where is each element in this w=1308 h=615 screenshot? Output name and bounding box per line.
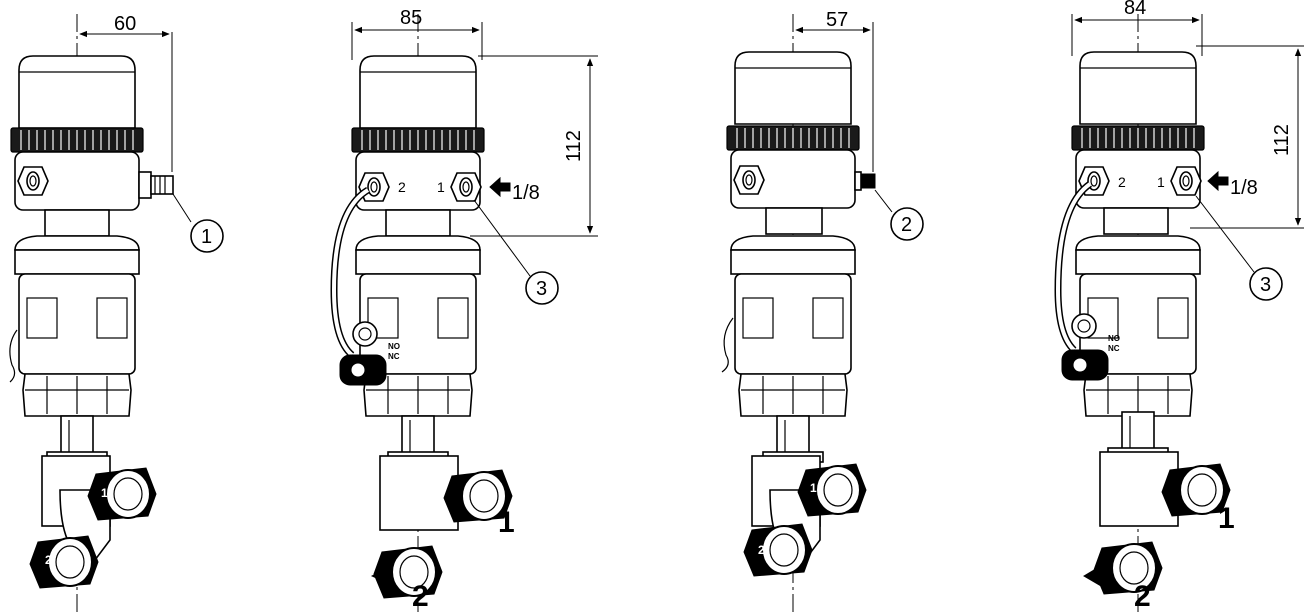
v1-body-port-1-label: 1: [101, 486, 108, 500]
v4-pilot-port-1: 1: [1157, 174, 1165, 190]
v4-pilot-port-2: 2: [1118, 174, 1126, 190]
v2-thread-size: 1/8: [512, 182, 540, 204]
v3-width-value: 57: [826, 9, 848, 31]
v2-height-value: 112: [563, 130, 585, 162]
v4-width-dimension: 84: [1071, 0, 1203, 56]
v4-thread-size: 1/8: [1230, 177, 1258, 199]
v1-width-dimension: 60: [79, 13, 173, 172]
v2-flow-outlet: 2: [412, 580, 429, 613]
valve-view-4: 2 1 1/8 NO NC 1 2 84 112: [1054, 0, 1304, 615]
v2-callout: 3: [473, 199, 559, 305]
v4-height-value: 112: [1271, 124, 1293, 156]
v4-callout-number: 3: [1260, 274, 1271, 296]
v2-width-value: 85: [400, 7, 422, 29]
v4-callout: 3: [1195, 195, 1283, 301]
v3-body-port-2-label: 2: [758, 543, 765, 557]
v2-no-label: NO: [388, 342, 400, 351]
v2-pilot-port-1: 1: [437, 179, 445, 195]
v3-width-dimension: 57: [795, 9, 874, 172]
v2-flow-inlet: 1: [498, 506, 515, 539]
v2-height-dimension: 112: [470, 55, 598, 237]
valve-view-2: 2 1 1/8 NO NC 1 2 85 112: [330, 7, 598, 615]
v2-width-dimension: 85: [351, 7, 483, 60]
v3-callout: 2: [874, 189, 924, 241]
v4-nc-label: NC: [1108, 344, 1120, 353]
v1-callout: 1: [172, 193, 224, 253]
v3-body-port-1-label: 1: [810, 481, 817, 495]
v1-width-value: 60: [114, 13, 136, 35]
v2-callout-number: 3: [536, 278, 547, 300]
v4-no-label: NO: [1108, 334, 1120, 343]
valve-view-1: 1 2 60 1: [9, 13, 224, 615]
v4-flow-inlet: 1: [1218, 502, 1235, 535]
v2-pilot-port-2: 2: [398, 179, 406, 195]
v4-flow-outlet: 2: [1134, 580, 1151, 613]
v2-nc-label: NC: [388, 352, 400, 361]
v4-width-value: 84: [1124, 0, 1146, 19]
v1-callout-number: 1: [201, 226, 212, 248]
v3-callout-number: 2: [901, 214, 912, 236]
v1-body-port-2-label: 2: [45, 553, 52, 567]
valve-view-3: 1 2 57 2: [721, 9, 924, 615]
v4-height-dimension: 112: [1190, 45, 1304, 229]
